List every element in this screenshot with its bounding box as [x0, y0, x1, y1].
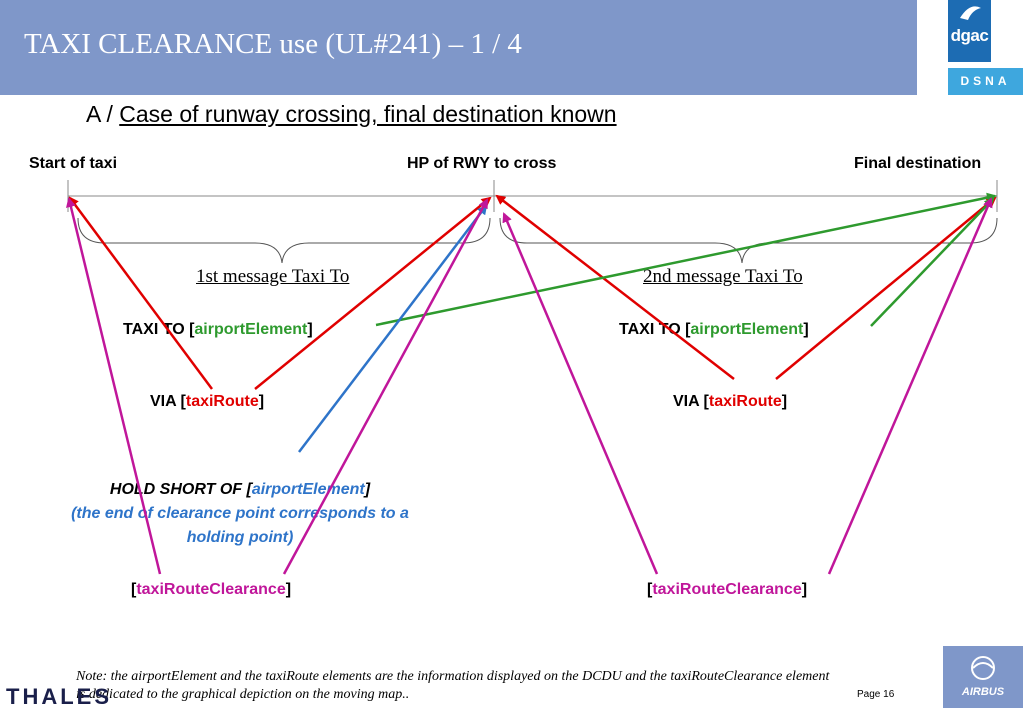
red-arrow-left-hp	[254, 196, 492, 390]
left-via: VIA [taxiRoute]	[150, 393, 264, 411]
left-taxi-to-element: airportElement	[194, 321, 308, 338]
green-arrow-right-dest	[870, 197, 995, 327]
right-via-suffix: ]	[781, 393, 788, 410]
right-clearance: [taxiRouteClearance]	[647, 581, 807, 599]
magenta-arrow-left-hp	[282, 198, 489, 575]
green-arrow-left-dest	[375, 192, 997, 327]
hold-short-suffix: ]	[364, 481, 371, 498]
subtitle-text: Case of runway crossing, final destinati…	[119, 101, 617, 127]
subtitle-prefix: A /	[86, 101, 120, 127]
hp-rwy-label: HP of RWY to cross	[407, 155, 557, 172]
dgac-tile: dgac	[948, 0, 991, 62]
right-via-prefix: VIA [	[673, 393, 709, 410]
red-arrow-right-dest	[775, 196, 997, 380]
right-via-element: taxiRoute	[708, 393, 782, 410]
section-subtitle: A / Case of runway crossing, final desti…	[86, 101, 617, 128]
magenta-arrow-right-hp	[502, 212, 659, 575]
hold-short-line1: HOLD SHORT OF [airportElement]	[20, 478, 460, 502]
dgac-logo: dgac DSNA	[917, 0, 1023, 95]
final-destination-label: Final destination	[854, 155, 982, 172]
red-arrow-right-hp	[495, 194, 735, 380]
first-message-label: 1st message Taxi To	[196, 266, 350, 287]
right-taxi-to: TAXI TO [airportElement]	[619, 321, 809, 339]
left-via-element: taxiRoute	[185, 393, 259, 410]
left-taxi-to-suffix: ]	[307, 321, 313, 338]
left-via-prefix: VIA [	[150, 393, 186, 410]
left-clearance-open: [	[131, 581, 137, 598]
airbus-logo-text: AIRBUS	[961, 686, 1005, 698]
left-clearance-element: taxiRouteClearance	[136, 581, 286, 598]
header-bar: TAXI CLEARANCE use (UL#241) – 1 / 4	[0, 0, 917, 95]
hold-short-line2: (the end of clearance point corresponds …	[71, 505, 409, 522]
left-clearance-close: ]	[285, 581, 292, 598]
blue-arrow-hold-short	[298, 204, 488, 453]
page-number: Page 16	[857, 689, 895, 700]
right-taxi-to-suffix: ]	[803, 321, 809, 338]
hold-short-prefix: HOLD SHORT OF [	[109, 481, 252, 498]
right-clearance-close: ]	[801, 581, 808, 598]
dgac-logo-text: dgac	[950, 26, 989, 45]
left-taxi-to-prefix: TAXI TO [	[123, 321, 195, 338]
first-message-brace	[77, 217, 491, 264]
hold-short-element: airportElement	[251, 481, 365, 498]
thales-logo: THALES	[6, 684, 112, 709]
magenta-arrow-left-start	[66, 197, 162, 575]
dsna-logo-text: DSNA	[948, 68, 1023, 95]
right-taxi-to-prefix: TAXI TO [	[619, 321, 691, 338]
left-taxi-to: TAXI TO [airportElement]	[123, 321, 313, 339]
airbus-swirl-icon	[971, 656, 995, 680]
right-clearance-element: taxiRouteClearance	[652, 581, 802, 598]
page-title: TAXI CLEARANCE use (UL#241) – 1 / 4	[24, 28, 522, 60]
right-taxi-to-element: airportElement	[690, 321, 804, 338]
right-clearance-open: [	[647, 581, 653, 598]
footnote: Note: the airportElement and the taxiRou…	[76, 669, 830, 702]
second-message-label: 2nd message Taxi To	[643, 266, 803, 287]
hold-short-line3: holding point)	[186, 529, 294, 546]
start-of-taxi-label: Start of taxi	[29, 155, 118, 172]
left-clearance: [taxiRouteClearance]	[131, 581, 291, 599]
red-arrow-left-start	[68, 196, 214, 390]
bird-icon	[960, 6, 981, 20]
left-via-suffix: ]	[258, 393, 265, 410]
hold-short-block: HOLD SHORT OF [airportElement] (the end …	[20, 478, 460, 550]
airbus-logo: AIRBUS	[943, 646, 1023, 708]
magenta-arrow-right-dest	[827, 197, 993, 575]
right-via: VIA [taxiRoute]	[673, 393, 787, 411]
